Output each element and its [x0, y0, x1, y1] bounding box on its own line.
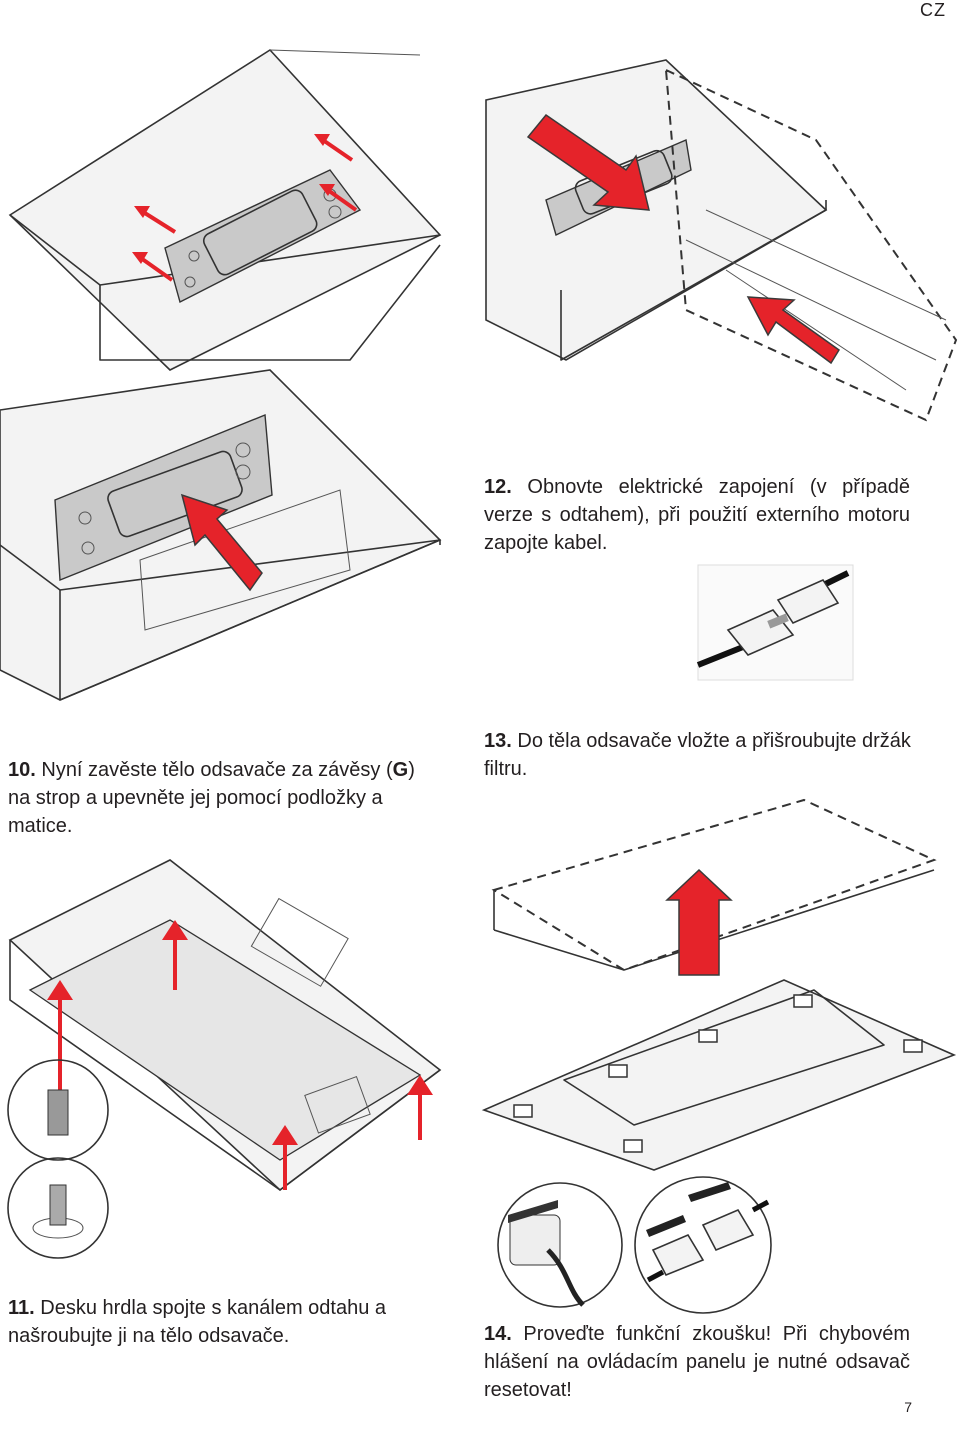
step-14-body: Proveďte funkční zkoušku! Při chybovém h…	[484, 1323, 910, 1401]
step-14-number: 14.	[484, 1323, 512, 1345]
step-11-number: 11.	[8, 1297, 35, 1319]
hood-plate-illustration-top-left	[8, 48, 442, 371]
step-10-body-a: Nyní zavěste tělo odsavače za závěsy (	[35, 759, 393, 781]
step-10-text: 10. Nyní zavěste tělo odsavače za závěsy…	[8, 756, 438, 840]
step-11-text: 11. Desku hrdla spojte s kanálem odtahu …	[8, 1294, 448, 1350]
step-13-body: Do těla odsavače vložte a přišroubujte d…	[484, 730, 911, 780]
screw-detail-icon	[7, 1059, 109, 1259]
step-12-number: 12.	[484, 476, 512, 498]
arrow-icon-set	[132, 134, 358, 282]
language-code: CZ	[920, 0, 946, 20]
page-number: 7	[904, 1399, 912, 1415]
step-12-body: Obnovte elektrické zapojení (v případě v…	[484, 476, 910, 554]
step-13-number: 13.	[484, 730, 512, 752]
connector-photo	[696, 564, 854, 681]
up-arrow-icon	[47, 920, 433, 1190]
step-13-text: 13. Do těla odsavače vložte a přišroubuj…	[484, 727, 924, 783]
step-10-number: 10.	[8, 759, 36, 781]
step-14-text: 14. Proveďte funkční zkoušku! Při chybov…	[484, 1320, 910, 1404]
functional-test-illustration	[497, 1176, 772, 1314]
hood-mounting-illustration	[7, 859, 442, 1259]
step-12-text: 12. Obnovte elektrické zapojení (v přípa…	[484, 473, 910, 557]
step-10-body-b: ) na strop a upevněte jej pomocí podložk…	[8, 759, 415, 837]
connector-icon	[646, 1199, 770, 1283]
filter-holder-illustration	[481, 798, 957, 1171]
hood-opening-illustration	[0, 369, 442, 701]
duct-connection-illustration	[485, 59, 958, 422]
step-11-body: Desku hrdla spojte s kanálem odtahu a na…	[8, 1297, 387, 1347]
step-10-hook-label: G	[392, 759, 409, 781]
